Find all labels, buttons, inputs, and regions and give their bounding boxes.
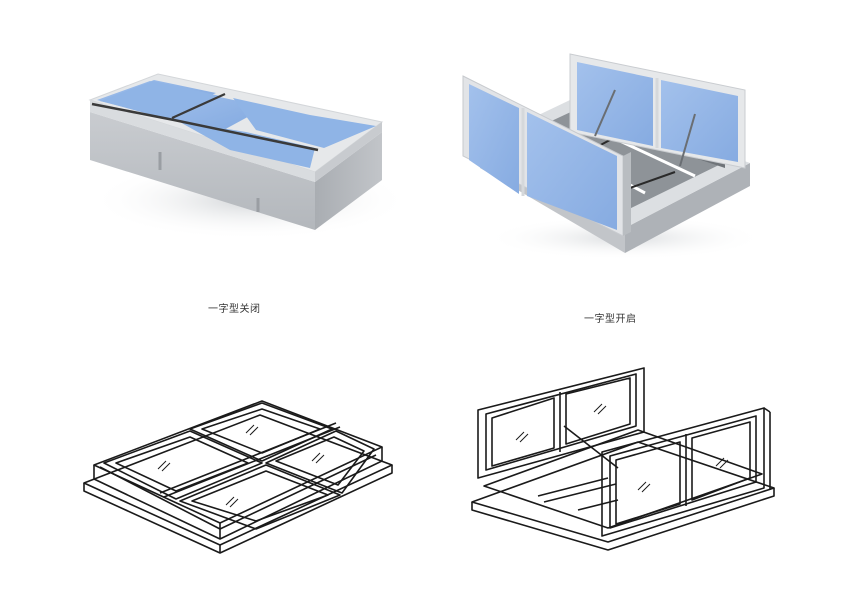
front-sash-edge bbox=[763, 407, 771, 413]
gas-strut bbox=[679, 113, 696, 167]
front-glass-right bbox=[527, 112, 617, 230]
back-sash-frame bbox=[477, 367, 645, 479]
curb-side bbox=[625, 163, 750, 253]
glass-glint-icon bbox=[515, 403, 729, 493]
drawing-closed bbox=[80, 395, 400, 555]
pane-right bbox=[233, 98, 376, 148]
glass-pane bbox=[191, 470, 329, 522]
front-sash-frame bbox=[601, 407, 765, 537]
curb-face bbox=[93, 447, 383, 540]
front-glass bbox=[615, 441, 681, 525]
render-closed-svg bbox=[88, 73, 410, 240]
back-glass-left bbox=[577, 62, 653, 146]
drawing-open bbox=[468, 360, 780, 551]
base-flange-edge bbox=[471, 488, 775, 551]
front-sash-inner bbox=[609, 415, 757, 529]
base-flange bbox=[83, 414, 393, 546]
drawing-open-svg bbox=[471, 367, 775, 551]
glass-pane-nw bbox=[100, 81, 220, 118]
render-closed bbox=[70, 60, 410, 240]
caption-open: 一字型开启 bbox=[584, 314, 637, 325]
sash-frame bbox=[189, 402, 333, 462]
strut bbox=[563, 425, 619, 469]
sash-frame bbox=[265, 430, 375, 494]
frame-edge bbox=[90, 100, 315, 182]
back-glass bbox=[491, 397, 555, 467]
seal-diag bbox=[171, 92, 226, 120]
sash-frame bbox=[103, 430, 263, 500]
render-open-svg bbox=[462, 53, 765, 260]
drawing-closed-svg bbox=[83, 400, 393, 554]
front-glass-left bbox=[469, 84, 519, 194]
pane-bottom bbox=[178, 121, 315, 168]
curb-side bbox=[315, 132, 382, 230]
gas-strut bbox=[594, 89, 616, 137]
seal-strip bbox=[91, 102, 319, 152]
glass-glint-icon bbox=[157, 424, 325, 508]
center-seam bbox=[163, 426, 341, 498]
strut bbox=[629, 171, 676, 189]
sash-frame bbox=[179, 464, 341, 530]
base-flange bbox=[471, 441, 775, 543]
render-open bbox=[455, 48, 765, 260]
back-sash-inner bbox=[485, 373, 637, 471]
front-glass bbox=[691, 421, 751, 501]
back-glass-right bbox=[661, 80, 738, 162]
caption-closed: 一字型关闭 bbox=[208, 304, 261, 315]
frame-edge bbox=[315, 122, 382, 182]
front-sash-edge bbox=[623, 152, 631, 236]
rail bbox=[543, 483, 617, 503]
rail bbox=[577, 499, 619, 511]
rail bbox=[537, 477, 609, 497]
center-seam bbox=[159, 422, 337, 494]
glass-pane bbox=[275, 436, 365, 486]
